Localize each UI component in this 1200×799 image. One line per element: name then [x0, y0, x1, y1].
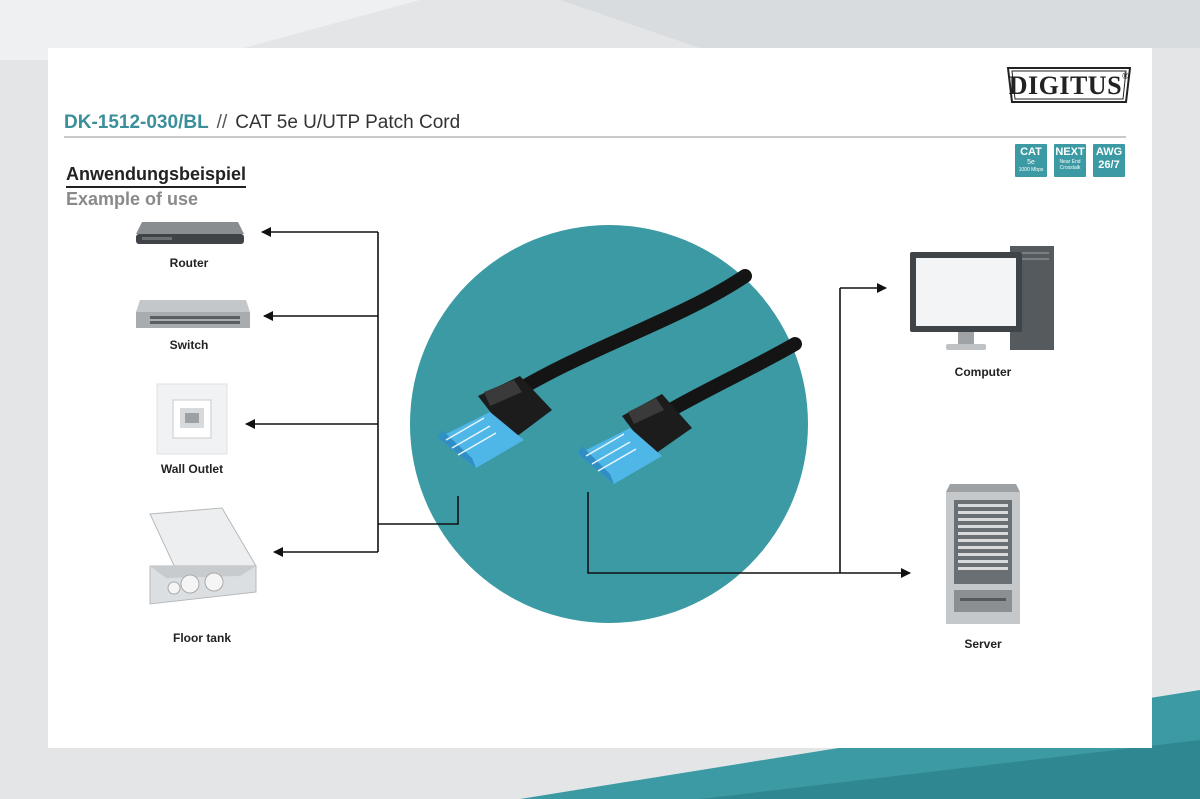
title-divider — [64, 136, 1126, 138]
router-label: Router — [169, 256, 209, 270]
floor-tank-label: Floor tank — [172, 631, 231, 645]
computer-label: Computer — [954, 365, 1012, 379]
badge-cat5e: CAT 5e 1000 Mbps — [1015, 144, 1047, 177]
digitus-logo — [1006, 67, 1132, 103]
router-icon — [136, 222, 244, 244]
switch-label: Switch — [169, 338, 209, 352]
floor-tank-icon — [149, 507, 257, 605]
left-connector-lines — [245, 227, 459, 557]
computer-icon — [910, 246, 1054, 350]
product-circle — [410, 225, 808, 623]
patch-cord-image — [438, 269, 802, 484]
badge-awg: AWG 26/7 — [1093, 144, 1125, 177]
badge-next: NEXT Near End Crosstalk — [1054, 144, 1086, 177]
logo-text: DIGITUS® — [1008, 71, 1130, 100]
switch-icon — [136, 300, 250, 328]
right-connector-lines — [587, 283, 911, 578]
page-title: DK-1512-030/BL // CAT 5e U/UTP Patch Cord — [64, 112, 460, 134]
wall-outlet-icon — [156, 383, 228, 455]
server-label: Server — [964, 637, 1002, 651]
title-separator: // — [216, 112, 228, 133]
product-description: CAT 5e U/UTP Patch Cord — [235, 112, 461, 133]
product-code: DK-1512-030/BL — [64, 112, 209, 133]
wall-outlet-label: Wall Outlet — [160, 462, 224, 476]
section-title-english: Example of use — [66, 189, 199, 209]
section-title-german: Anwendungsbeispiel — [66, 164, 247, 188]
server-icon — [946, 484, 1020, 624]
